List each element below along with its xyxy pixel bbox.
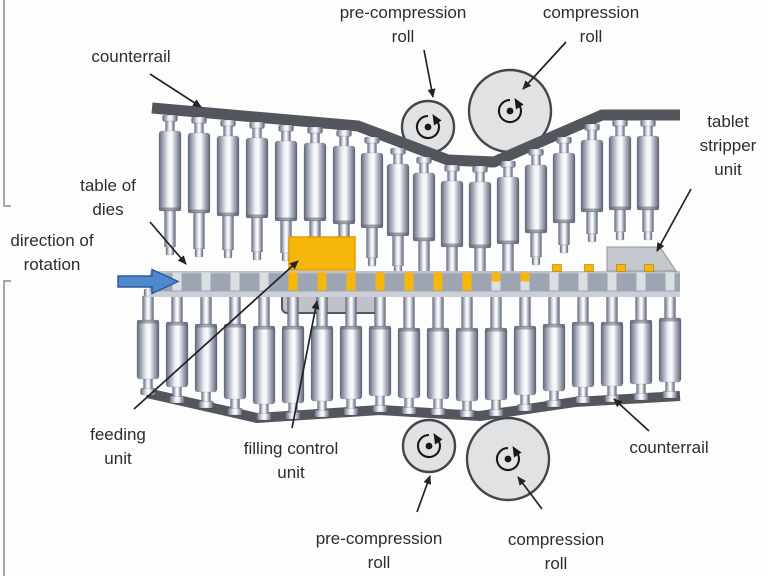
annotation-arrow xyxy=(656,188,692,252)
rotation-arc-icon xyxy=(495,446,520,472)
die-slot xyxy=(288,272,298,291)
lower-punch xyxy=(484,288,508,417)
die-slot xyxy=(230,272,240,291)
rotation-arc-icon xyxy=(415,114,440,140)
pre-compression-roll-bottom-shape xyxy=(401,418,457,474)
lower-punch xyxy=(223,288,247,416)
compression-roll-top-shape xyxy=(467,68,553,154)
lower-punch xyxy=(194,288,218,409)
upper-punch xyxy=(608,119,632,241)
upper-punch xyxy=(524,148,548,266)
feeding-unit-box xyxy=(288,236,356,271)
lower-punch xyxy=(513,288,537,412)
annotation-arrow xyxy=(522,41,567,90)
lower-punch xyxy=(600,288,624,403)
die-slot xyxy=(491,272,501,291)
left-border-upper xyxy=(3,0,11,207)
rotation-arrowhead-icon xyxy=(433,433,443,445)
annotation-arrow xyxy=(133,260,299,410)
lower-punch xyxy=(629,288,653,401)
rotation-arrowhead-icon xyxy=(512,446,522,458)
tablet xyxy=(616,264,626,272)
upper-punch xyxy=(412,156,436,282)
annotation-arrow xyxy=(613,398,650,432)
compression-roll-bottom-shape xyxy=(465,416,551,502)
die-table-top-edge xyxy=(150,271,680,274)
lower-punch xyxy=(426,288,450,416)
annotation-arrow xyxy=(149,73,202,108)
die-table-band xyxy=(150,271,680,292)
die-slot xyxy=(462,272,472,291)
lower-punch xyxy=(455,288,479,418)
upper-punch xyxy=(187,116,211,258)
direction-of-rotation-arrow xyxy=(117,268,180,295)
upper-punch xyxy=(245,121,269,261)
lower-punch xyxy=(658,288,682,399)
die-slot xyxy=(636,272,646,291)
tablet xyxy=(584,264,594,272)
upper-punch xyxy=(360,136,384,267)
die-slot xyxy=(404,272,414,291)
lower-punch xyxy=(136,288,160,396)
die-table-front xyxy=(150,291,680,297)
rotation-center-dot xyxy=(425,442,433,450)
rotation-center-dot xyxy=(424,123,432,131)
annotation-arrow xyxy=(517,476,543,510)
die-slot xyxy=(375,272,385,291)
upper-punch xyxy=(496,160,520,285)
annotation-arrow xyxy=(291,300,320,429)
die-slot xyxy=(607,272,617,291)
die-slot xyxy=(433,272,443,291)
lower-punch xyxy=(310,288,334,418)
die-slot xyxy=(549,272,559,291)
pre-compression-roll-top-shape xyxy=(400,99,456,155)
left-border-lower xyxy=(3,280,11,576)
upper-punch xyxy=(158,114,182,256)
die-slot xyxy=(346,272,356,291)
annotation-arrow xyxy=(416,475,432,513)
tablet xyxy=(552,264,562,272)
rotation-arrowhead-icon xyxy=(514,98,524,110)
rotation-center-dot xyxy=(504,455,512,463)
die-slot xyxy=(259,272,269,291)
lower-punch xyxy=(571,288,595,404)
die-table xyxy=(150,271,680,297)
lower-punch xyxy=(397,288,421,415)
counterrail-top-bar xyxy=(151,102,680,168)
upper-punch xyxy=(580,123,604,243)
lower-punch xyxy=(542,288,566,408)
die-slot xyxy=(578,272,588,291)
rotation-arc-icon xyxy=(416,433,441,459)
annotation-arrow xyxy=(423,49,436,98)
tablet xyxy=(644,264,654,272)
die-slot xyxy=(317,272,327,291)
die-slot xyxy=(201,272,211,291)
lower-punch xyxy=(252,288,276,421)
rotation-center-dot xyxy=(506,107,514,115)
upper-punch xyxy=(386,147,410,275)
upper-punch xyxy=(552,136,576,254)
die-slot xyxy=(665,272,675,291)
die-slot xyxy=(520,272,530,291)
annotation-arrow xyxy=(149,221,187,265)
rotation-arrowhead-icon xyxy=(432,114,442,126)
upper-punch xyxy=(468,165,492,288)
upper-punch xyxy=(636,119,660,241)
upper-punch xyxy=(440,164,464,287)
upper-punch xyxy=(216,119,240,259)
lower-punch xyxy=(165,288,189,404)
rotation-arc-icon xyxy=(497,98,522,124)
